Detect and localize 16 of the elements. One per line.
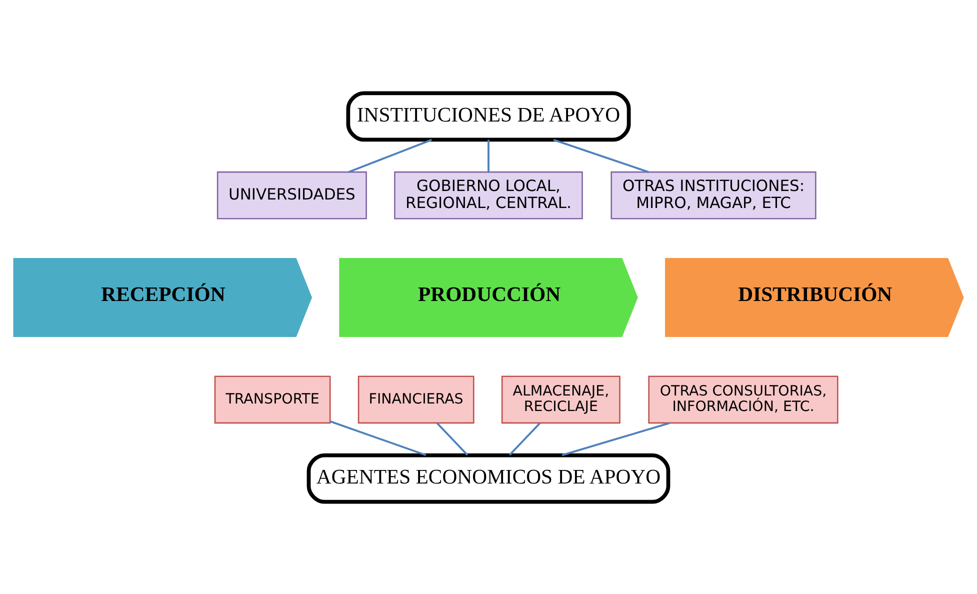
connector [562,422,670,456]
node-box: INSTITUCIONES DE APOYO [346,90,631,142]
node-box: UNIVERSIDADES [216,170,367,219]
node-box: GOBIERNO LOCAL, REGIONAL, CENTRAL. [394,170,583,219]
node-box: AGENTES ECONOMICOS DE APOYO [306,452,670,504]
connector [553,138,649,172]
connector [436,422,468,456]
connector [508,422,541,456]
node-box: TRANSPORTE [214,375,331,424]
node-box: OTRAS INSTITUCIONES: MIPRO, MAGAP, ETC [610,170,816,219]
node-box: ALMACENAJE, RECICLAJE [501,375,620,424]
connector [330,420,426,456]
node-box: OTRAS CONSULTORIAS, INFORMACIÓN, ETC. [648,375,838,424]
connector [488,139,490,172]
connector [348,138,432,172]
node-box: FINANCIERAS [358,375,474,424]
